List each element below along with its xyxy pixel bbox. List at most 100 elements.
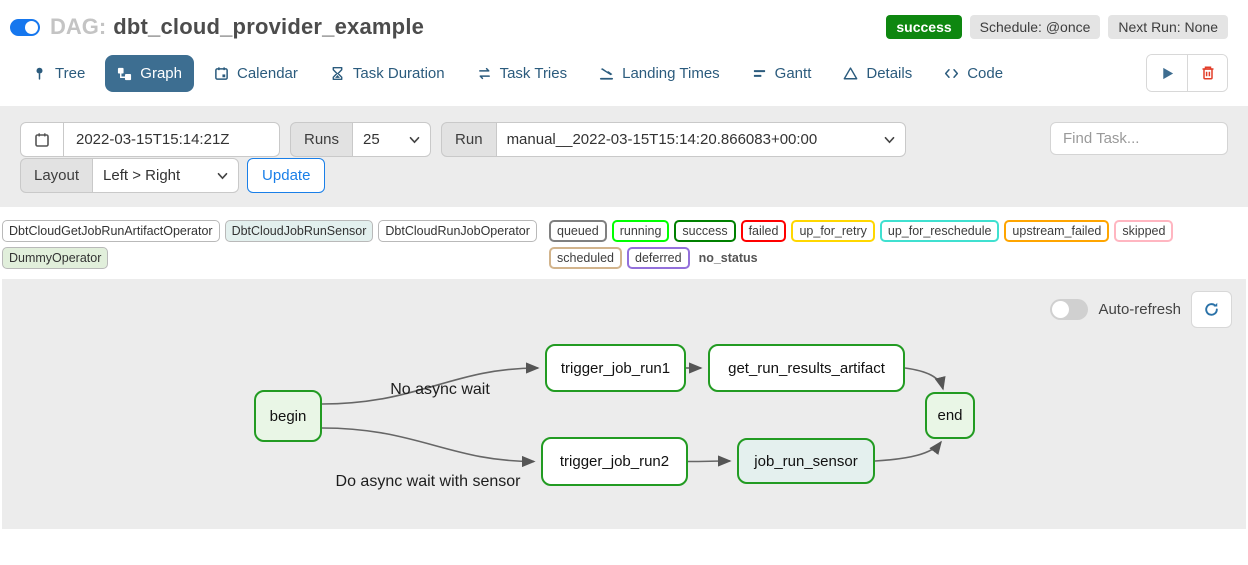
operator-chip: DbtCloudGetJobRunArtifactOperator: [2, 220, 220, 242]
status-chip-up_for_reschedule: up_for_reschedule: [879, 220, 1000, 242]
tab-label: Task Tries: [499, 64, 568, 82]
dag-graph-panel: Auto-refresh begin trigger_job_run1 get_ru…: [2, 279, 1246, 529]
base-date-input[interactable]: [63, 122, 280, 157]
tab-label: Task Duration: [352, 64, 445, 82]
run-select[interactable]: manual__2022-03-15T15:14:20.866083+00:00: [495, 122, 906, 157]
tab-gantt[interactable]: Gantt: [740, 55, 824, 92]
auto-refresh-control: Auto-refresh: [1050, 291, 1232, 328]
layout-select[interactable]: Left > Right: [92, 158, 240, 193]
page-title: dbt_cloud_provider_example: [113, 14, 425, 39]
graph-node-job_run_sensor[interactable]: job_run_sensor: [737, 438, 875, 484]
graph-node-trigger_job_run1[interactable]: trigger_job_run1: [545, 344, 686, 392]
edge-begin-to-trigger_job_run2: [321, 427, 536, 468]
tab-label: Details: [866, 64, 913, 82]
status-chip-running: running: [611, 220, 670, 242]
update-button[interactable]: Update: [247, 158, 326, 193]
trigger-dag-button[interactable]: [1147, 55, 1187, 91]
toggle-knob: [25, 20, 38, 34]
code-icon: [945, 68, 959, 78]
calendar-addon[interactable]: [20, 122, 64, 157]
graph-node-end[interactable]: end: [925, 392, 975, 439]
calendar-icon: [215, 66, 228, 80]
status-chip-failed: failed: [740, 220, 787, 242]
trash-icon: [1202, 66, 1213, 80]
status-badge: success: [886, 15, 962, 39]
tab-calendar[interactable]: Calendar: [202, 55, 310, 92]
edge-label: Do async wait with sensor: [335, 473, 521, 490]
refresh-button[interactable]: [1191, 291, 1232, 328]
dag-edges: [321, 362, 946, 468]
tab-label: Tree: [55, 64, 86, 82]
find-task-input[interactable]: [1050, 122, 1228, 155]
header-badges: success Schedule: @once Next Run: None: [886, 15, 1228, 39]
landing-times-icon: [600, 67, 614, 80]
delete-dag-button[interactable]: [1187, 55, 1227, 91]
operator-chip: DbtCloudJobRunSensor: [224, 220, 374, 242]
edge-trigger_job_run2-to-job_run_sensor: [687, 455, 732, 467]
graph-icon: [118, 67, 132, 80]
dag-pause-toggle[interactable]: [10, 18, 40, 36]
hourglass-icon: [332, 66, 343, 80]
operator-chip: DbtCloudRunJobOperator: [378, 220, 537, 242]
status-chip-upstream_failed: upstream_failed: [1004, 220, 1110, 242]
tree-icon: [36, 67, 43, 80]
tab-graph[interactable]: Graph: [105, 54, 194, 92]
next-run-badge: Next Run: None: [1108, 15, 1228, 39]
runs-group: Runs 25: [290, 122, 432, 157]
node-label: end: [937, 407, 963, 424]
tab-task-tries[interactable]: Task Tries: [465, 55, 580, 92]
tab-label: Landing Times: [622, 64, 720, 82]
tab-bar: Tree Graph Calendar Task Duration Task Tries…: [20, 54, 1015, 92]
edge-job_run_sensor-to-end: [874, 440, 942, 462]
tab-tree[interactable]: Tree: [20, 55, 97, 92]
runs-select[interactable]: 25: [352, 122, 432, 157]
graph-node-begin[interactable]: begin: [254, 390, 322, 442]
dag-header: DAG: dbt_cloud_provider_example success …: [0, 0, 1248, 44]
status-chip-up_for_retry: up_for_retry: [791, 220, 875, 242]
status-chip-skipped: skipped: [1114, 220, 1174, 242]
run-label: Run: [441, 122, 497, 157]
edge-get_run_results_artifact-to-end: [904, 367, 946, 391]
status-chip-no_status: no_status: [698, 251, 758, 265]
tab-landing-times[interactable]: Landing Times: [587, 55, 732, 92]
node-label: job_run_sensor: [754, 452, 858, 470]
status-chip-scheduled: scheduled: [549, 247, 622, 269]
auto-refresh-label: Auto-refresh: [1098, 301, 1181, 318]
refresh-icon: [1205, 302, 1218, 316]
operator-chip: DummyOperator: [2, 247, 109, 269]
gantt-icon: [753, 69, 765, 77]
filter-panel: Runs 25 Run manual__2022-03-15T15:14:20.…: [0, 106, 1248, 207]
status-chip-success: success: [674, 220, 736, 242]
run-group: Run manual__2022-03-15T15:14:20.866083+0…: [441, 122, 906, 157]
chevron-down-icon: [409, 136, 420, 143]
layout-label: Layout: [20, 158, 94, 193]
tab-details[interactable]: Details: [831, 55, 924, 92]
tab-label: Gantt: [774, 64, 812, 82]
graph-node-trigger_job_run2[interactable]: trigger_job_run2: [541, 437, 688, 486]
details-icon: [843, 66, 858, 79]
toggle-knob: [1052, 301, 1070, 318]
node-label: get_run_results_artifact: [728, 359, 885, 377]
tab-label: Graph: [140, 64, 182, 82]
tab-label: Code: [967, 64, 1004, 82]
status-chip-queued: queued: [549, 220, 607, 242]
chevron-down-icon: [217, 172, 228, 179]
node-label: trigger_job_run1: [560, 359, 671, 377]
base-date-group: [20, 122, 280, 157]
repeat-icon: [478, 67, 490, 79]
play-icon: [1162, 67, 1173, 79]
dag-label: DAG:: [50, 14, 107, 39]
node-label: begin: [269, 407, 307, 425]
tab-code[interactable]: Code: [932, 55, 1015, 92]
tab-task-duration[interactable]: Task Duration: [318, 55, 457, 92]
edge-begin-to-trigger_job_run1: [321, 362, 540, 405]
graph-node-get_run_results_artifact[interactable]: get_run_results_artifact: [708, 344, 905, 392]
edge-label: No async wait: [390, 381, 490, 398]
dag-action-buttons: [1146, 54, 1228, 92]
auto-refresh-toggle[interactable]: [1050, 299, 1089, 320]
tab-label: Calendar: [237, 64, 298, 82]
view-tab-bar: Tree Graph Calendar Task Duration Task Tries…: [0, 44, 1248, 98]
